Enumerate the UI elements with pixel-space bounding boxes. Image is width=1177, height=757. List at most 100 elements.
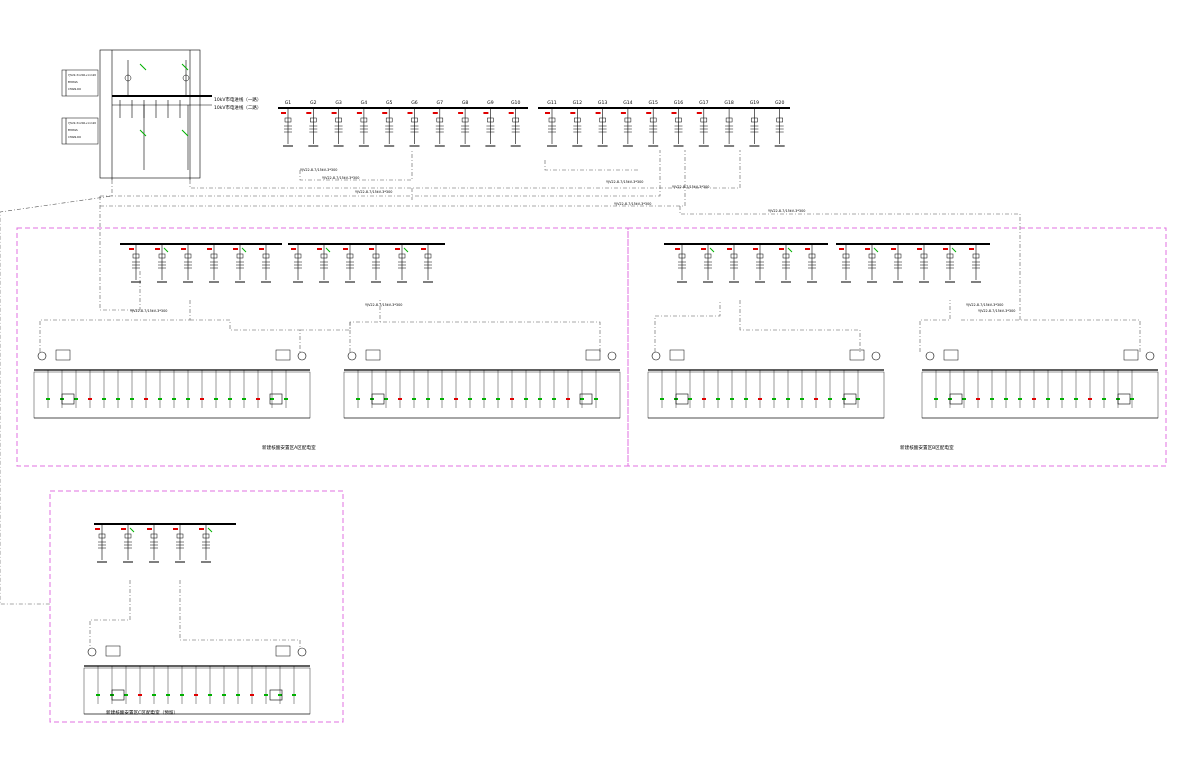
substation-a-cable-label-2: YJV22-8.7/15kV-3*300	[365, 303, 402, 307]
feeder-g1-tag	[281, 112, 286, 114]
sub-a-left-hv-3	[181, 244, 193, 283]
sub-c-1-capacitor-icon	[111, 689, 125, 701]
sub-a-right-hv-6	[421, 244, 433, 283]
sub-a-left-hv-2-breaker	[158, 253, 166, 259]
sub-c-hv-3-breaker	[150, 533, 158, 539]
sub-a-right-hv-4-tag	[369, 248, 374, 250]
sub-b-right-hv-3-tag	[891, 248, 896, 250]
sub-c-1-transformer-icon	[87, 647, 97, 657]
sub-b-2-meter-box	[943, 349, 959, 361]
substation-a: YJV22-8.7/15kV-3*300 YJV22-8.7/15kV-3*30…	[33, 243, 621, 451]
sub-b-right-hv-5-breaker	[946, 253, 954, 259]
sub-a-left-hv-4	[207, 244, 219, 283]
sub-a-left-hv-6	[259, 244, 271, 283]
sub-a-1-meter-box-2	[275, 349, 291, 361]
note-1-line-3: CHAIN-RO	[68, 87, 81, 91]
feeder-g11-breaker	[548, 117, 556, 123]
note-2-line-2: BYPASS	[68, 128, 78, 132]
sub-a-1-meter-box	[55, 349, 71, 361]
sub-a-left-hv-5-breaker	[236, 253, 244, 259]
feeder-g5: G5	[382, 100, 395, 147]
feeder-g2-breaker	[310, 117, 317, 123]
sub-c-hv-2	[121, 524, 135, 563]
sub-a-right-hv-3-breaker	[346, 253, 354, 259]
sub-a-left-hv-4-tag	[207, 248, 212, 250]
sub-c-hv-3-tag	[147, 528, 152, 530]
sub-b-left-hv-6	[805, 244, 817, 283]
feeder-g20: G20	[774, 100, 785, 147]
feeder-g15-label: G15	[648, 100, 657, 106]
sub-a-right-hv-3-tag	[343, 248, 348, 250]
sub-b-2-capacitor-icon-2	[1117, 393, 1131, 405]
sub-c-hv-5-breaker	[202, 533, 210, 539]
sub-b-left-hv-3	[727, 244, 739, 283]
feeder-g18: G18	[724, 100, 735, 147]
feeder-g3-tag	[331, 112, 337, 114]
sub-a-left-hv-1-breaker	[132, 253, 140, 259]
sub-c-1-meter-box	[105, 645, 121, 657]
sub-c-hv-2-marker	[129, 527, 135, 533]
sub-b-right-hv-5-tag	[943, 248, 948, 250]
feeder-g9-breaker	[487, 117, 494, 123]
sub-a-right-hv-1-breaker	[294, 253, 302, 259]
sub-a-left-hv-5	[233, 244, 247, 283]
sub-a-left-hv-6-tag	[259, 248, 264, 250]
sub-a-right-hv-2-tag	[317, 248, 322, 250]
feeder-g7: G7	[432, 100, 445, 147]
sub-c-hv-3	[147, 524, 159, 563]
sub-b-left-hv-3-tag	[727, 248, 732, 250]
note-box-1: YJV22-3×240+1×120 BYPASS CHAIN-RO	[61, 69, 99, 97]
sub-b-left-hv-5	[779, 244, 793, 283]
sub-b-right-hv-1	[839, 244, 851, 283]
sub-a-right-hv-4-breaker	[372, 253, 380, 259]
feeder-g19: G19	[749, 100, 760, 147]
sub-a-left-hv-3-breaker	[184, 253, 192, 259]
substation-a-boundary	[16, 227, 629, 467]
feeder-g11-label: G11	[547, 100, 556, 106]
sub-b-right-hv-6	[969, 244, 981, 283]
sub-c-1-capacitor-icon-2	[269, 689, 283, 701]
feeder-g8-breaker	[461, 117, 469, 123]
sub-b-right-hv-4-tag	[917, 248, 922, 250]
sub-a-right-hv-1-tag	[291, 248, 296, 250]
substation-a-cable-label: YJV22-8.7/15kV-3*300	[130, 309, 167, 313]
feeder-g16-label: G16	[674, 100, 683, 106]
sub-b-left-hv-2-tag	[701, 248, 706, 250]
sub-c-hv-2-breaker	[124, 533, 132, 539]
feeder-g15-breaker	[649, 117, 657, 123]
sub-a-1-capacitor-icon	[61, 393, 75, 405]
feeder-g17: G17	[696, 100, 709, 147]
panel-breakers	[119, 100, 181, 118]
sub-b-1-transformer-icon-2	[871, 351, 881, 361]
feeder-g13-breaker	[599, 117, 606, 123]
substation-b-cable-label: YJV22-8.7/15kV-3*300	[966, 303, 1003, 307]
feeder-g4-label: G4	[361, 100, 368, 106]
sub-a-left-hv-1-tag	[129, 248, 134, 250]
sub-b-right-hv-3	[891, 244, 903, 283]
sub-b-1-meter-box-2	[849, 349, 865, 361]
cable-routes	[0, 150, 1141, 648]
sub-b-2-capacitor-icon	[949, 393, 963, 405]
note-1-line-2: BYPASS	[68, 80, 78, 84]
cable-label-group: YJV22-8.7/15kV-3*300 YJV22-8.7/15kV-3*30…	[300, 168, 805, 213]
sub-b-left-hv-5-tag	[779, 248, 784, 250]
sub-c-1-meter-box-2	[275, 645, 291, 657]
sub-b-right-hv-2-breaker	[868, 253, 876, 259]
sub-a-1-capacitor-icon-2	[269, 393, 283, 405]
sub-b-left-hv-2-marker	[709, 247, 715, 253]
feeder-g14-breaker	[624, 117, 632, 123]
feeder-g14-tag	[620, 112, 626, 114]
feeder-g6: G6	[407, 100, 420, 147]
sub-b-right-hv-2-marker	[873, 247, 879, 253]
sub-b-right-hv-4	[917, 244, 929, 283]
sub-b-1-transformer-icon	[651, 351, 661, 361]
sub-b-left-hv-6-breaker	[808, 253, 816, 259]
feeder-g4-tag	[356, 112, 362, 114]
feeder-g4: G4	[356, 100, 369, 147]
feeder-g11-tag	[545, 112, 550, 114]
sub-a-left-hv-2-tag	[155, 248, 160, 250]
sub-a-right-hv-6-tag	[421, 248, 426, 250]
sub-c-hv-5	[199, 524, 213, 563]
